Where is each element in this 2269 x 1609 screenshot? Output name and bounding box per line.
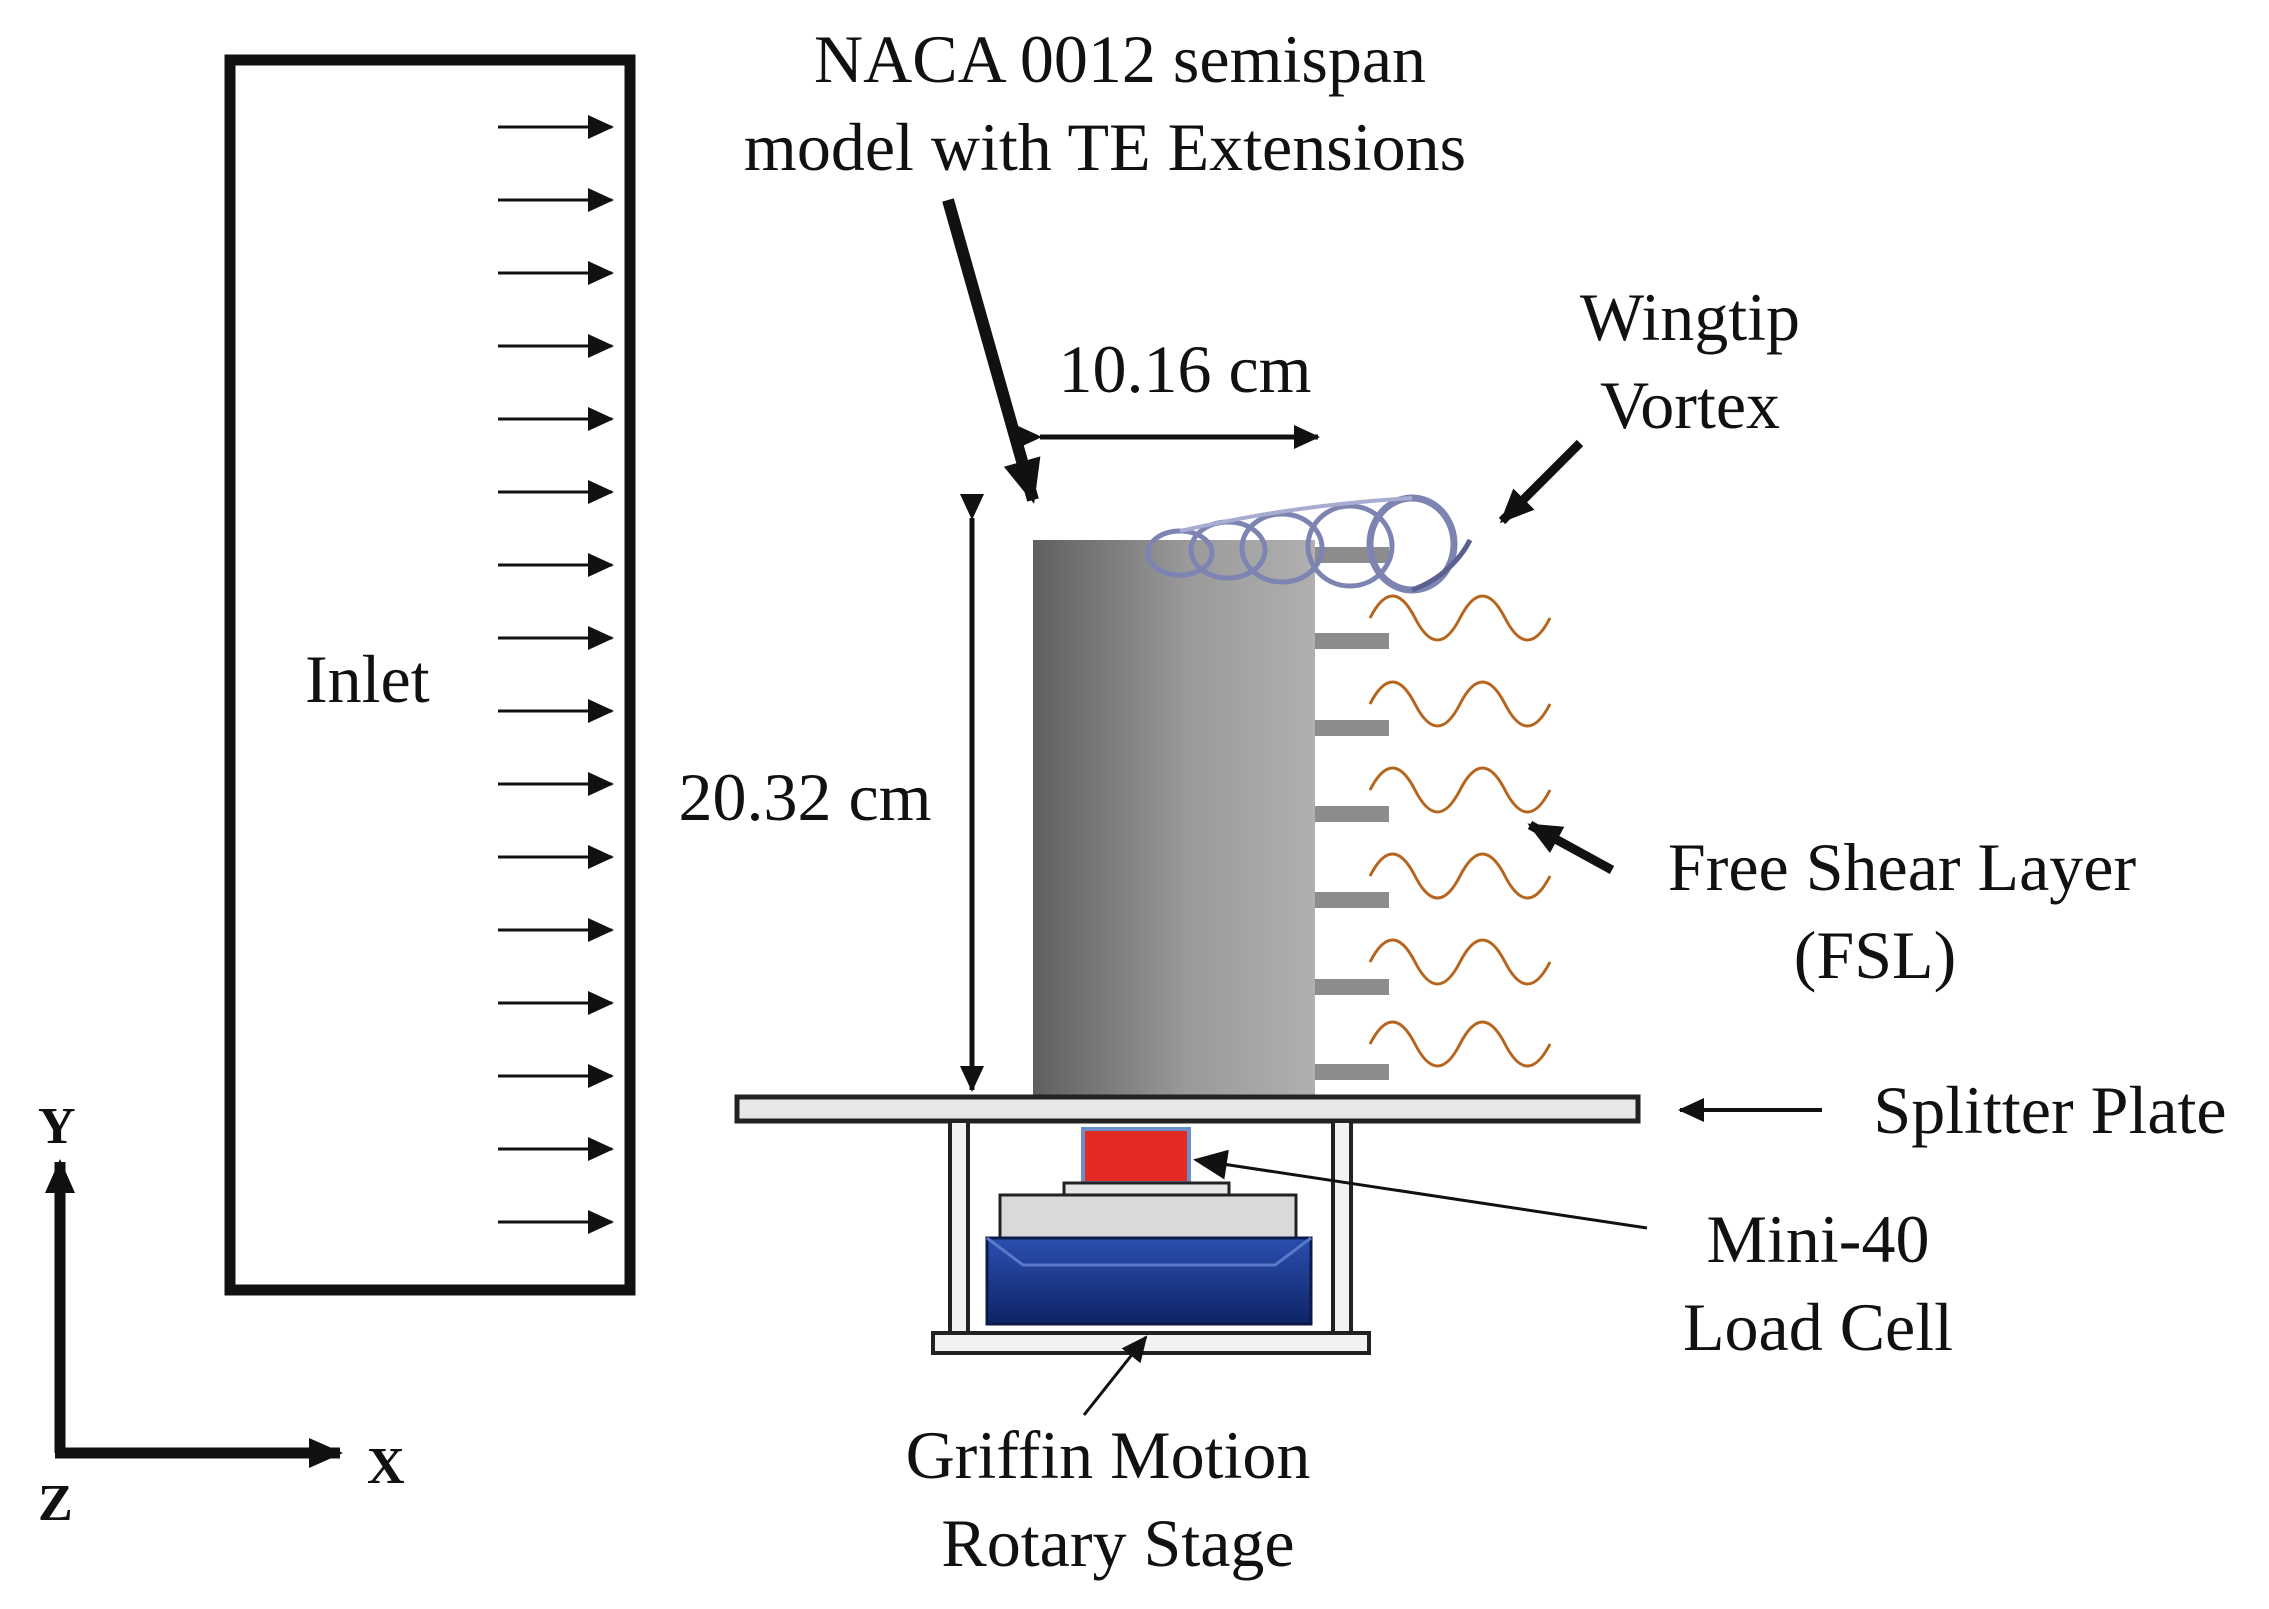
coordinate-axes: Y X Z xyxy=(38,1098,405,1532)
te-extension xyxy=(1315,547,1389,563)
fsl-label-line2: (FSL) xyxy=(1794,917,1956,993)
shear-layer-wave xyxy=(1368,594,1552,642)
splitter-plate xyxy=(734,1094,1641,1124)
te-extension xyxy=(1315,979,1389,995)
splitter-plate-label: Splitter Plate xyxy=(1873,1072,2226,1148)
z-axis-label: Z xyxy=(38,1475,73,1532)
te-extension xyxy=(1315,892,1389,908)
free-shear-layer-waves xyxy=(1368,594,1552,1068)
adapter-plate xyxy=(998,1193,1298,1240)
chord-dimension-label: 10.16 cm xyxy=(1058,331,1311,407)
model-label-line1: NACA 0012 semispan xyxy=(814,21,1426,97)
rotary-stage-label-line2: Rotary Stage xyxy=(941,1505,1294,1581)
rotary-stage-label-line1: Griffin Motion xyxy=(906,1417,1311,1493)
te-extension xyxy=(1315,1064,1389,1080)
te-extension xyxy=(1315,806,1389,822)
naca-0012-wing xyxy=(1033,540,1315,1097)
te-extension xyxy=(1315,720,1389,736)
span-dimension-label: 20.32 cm xyxy=(678,759,931,835)
wingtip-vortex-label-line2: Vortex xyxy=(1600,367,1780,443)
fsl-pointer-arrow xyxy=(1527,821,1615,874)
y-axis-label: Y xyxy=(38,1098,76,1155)
shear-layer-wave xyxy=(1368,1020,1552,1068)
support-frame xyxy=(931,1119,1371,1355)
adapter-plate-top xyxy=(1062,1181,1231,1197)
te-extensions xyxy=(1315,547,1389,1080)
shear-layer-wave xyxy=(1368,852,1552,900)
te-extension xyxy=(1315,633,1389,649)
x-axis-label: X xyxy=(367,1438,405,1495)
wingtip-vortex xyxy=(1145,494,1473,594)
vortex-pointer-arrow xyxy=(1498,439,1584,525)
load-cell xyxy=(1081,1127,1191,1185)
model-pointer-arrow xyxy=(942,198,1041,504)
rotary-stage xyxy=(985,1236,1313,1326)
load-cell-pointer-arrow xyxy=(1193,1149,1648,1230)
shear-layer-wave xyxy=(1368,938,1552,986)
rotary-stage-bevel xyxy=(986,1236,1312,1267)
fsl-label-line1: Free Shear Layer xyxy=(1668,829,2137,905)
load-cell-label-line2: Load Cell xyxy=(1683,1289,1953,1365)
wingtip-vortex-label-line1: Wingtip xyxy=(1580,279,1800,355)
inlet-label: Inlet xyxy=(305,641,430,717)
shear-layer-wave xyxy=(1368,680,1552,728)
inlet-box xyxy=(224,54,636,1296)
shear-layer-wave xyxy=(1368,766,1552,814)
rotary-stage-pointer-arrow xyxy=(1082,1335,1148,1416)
model-label-line2: model with TE Extensions xyxy=(744,109,1466,185)
load-cell-label-line1: Mini-40 xyxy=(1707,1201,1930,1277)
inlet-flow-arrows xyxy=(498,115,614,1234)
